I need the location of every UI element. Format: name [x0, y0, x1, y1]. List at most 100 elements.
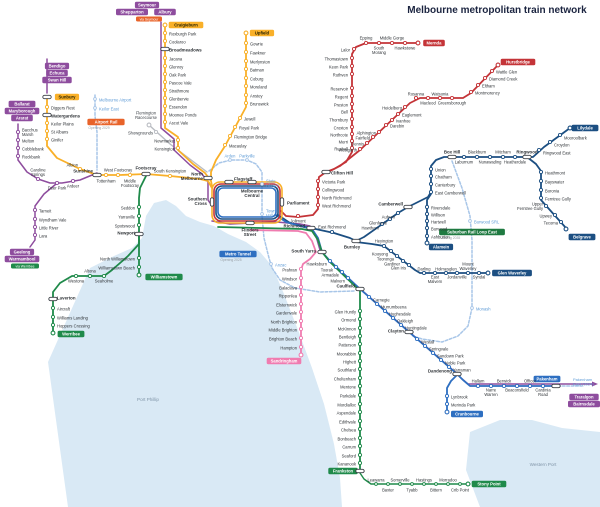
box-seymour: Seymour	[134, 1, 160, 9]
station-label-hughesdale: Hughesdale	[389, 311, 412, 316]
station-north-richmond	[315, 194, 321, 200]
box-label-shepparton: Shepparton	[120, 10, 144, 15]
station-label-moonee-ponds: Moonee Ponds	[169, 112, 197, 117]
station-label-hastings: Hastings	[416, 477, 432, 482]
station-tottenham	[103, 172, 109, 178]
station-ruthven	[349, 71, 355, 77]
station-bacchus-marsh	[15, 129, 21, 135]
station-parkville	[245, 158, 249, 162]
station-fawkner	[243, 49, 249, 55]
station-camberwell	[403, 204, 413, 210]
station-label-flemington-bridge: Flemington Bridge	[234, 134, 268, 139]
station-stony-point	[465, 481, 471, 487]
station-gardiner	[400, 258, 406, 264]
station-seaholme	[101, 273, 107, 279]
station-label-heatherdale: Heatherdale	[504, 159, 527, 164]
station-seaford	[357, 452, 363, 458]
box-label-geelong: Geelong	[14, 250, 31, 255]
station-jolimont	[295, 213, 301, 219]
station-label-riversdale: Riversdale	[431, 205, 451, 210]
station-little-river	[32, 224, 38, 230]
station-label-melbourne-airport: Melbourne Airport	[99, 97, 132, 102]
station-label-middle-gorge: Middle Gorge	[380, 35, 405, 40]
station-label-east-richmond: East Richmond	[318, 224, 346, 229]
station-label-ascot-vale: Ascot Vale	[169, 120, 189, 125]
box-bg-albury	[154, 8, 176, 16]
station-greensborough	[449, 95, 455, 101]
box-bg-maryborough	[4, 107, 40, 115]
station-ripponlea	[298, 292, 304, 298]
station-ashburton	[424, 233, 430, 239]
station-sunbury	[42, 94, 52, 100]
station-label-hawkstowe: Hawkstowe	[395, 45, 417, 50]
box-label-craigieburn: Craigieburn	[174, 23, 198, 28]
box-echuca: Echuca	[46, 69, 68, 77]
station-flemington-bridge	[227, 133, 233, 139]
station-coburg	[243, 75, 249, 81]
station-tarneit	[32, 207, 38, 213]
station-label-willison: Willison	[431, 212, 446, 217]
station-mordialloc	[357, 401, 363, 407]
station-jordanville	[454, 270, 460, 276]
box-via-werribee: via Werribee	[11, 263, 39, 269]
station-east-malvern	[432, 270, 438, 276]
station-label-burwood: Burwood	[431, 226, 448, 231]
station-regent	[349, 93, 355, 99]
station-sandringham	[298, 352, 304, 358]
station-label-wattle-glen: Wattle Glen	[496, 69, 518, 74]
station-label-north-richmond: North Richmond	[322, 195, 352, 200]
station-hurstbridge	[495, 62, 501, 68]
box-craigieburn: Craigieburn	[168, 21, 204, 29]
station-label-tarneit: Tarneit	[39, 208, 52, 213]
station-upfield	[243, 30, 249, 36]
box-label-lilydale: Lilydale	[577, 126, 593, 131]
station-thomastown	[349, 55, 355, 61]
station-ringwood-east	[536, 147, 542, 153]
station-label-north-brighton: North Brighton	[271, 319, 298, 324]
station-label-moorabbin: Moorabbin	[337, 351, 357, 356]
station-tyabb	[410, 482, 414, 486]
station-north-williamstown	[136, 255, 142, 261]
station-bittern	[434, 482, 438, 486]
station-berwick	[501, 383, 507, 389]
station-label-deer-park: Deer Park	[48, 185, 67, 190]
station-label-box-hill: Box Hill	[444, 149, 460, 154]
station-label-laburnum: Laburnum	[455, 159, 474, 164]
station-clifton-hill	[321, 169, 331, 175]
station-mitcham	[500, 154, 506, 160]
box-hurstbridge: Hurstbridge	[500, 58, 536, 66]
station-gowrie	[243, 40, 249, 46]
station-label-strathmore: Strathmore	[169, 88, 190, 93]
box-via-seymour: via Seymour	[136, 16, 162, 22]
station-label-jewell: Jewell	[244, 116, 255, 121]
station-label-monash: Monash	[476, 306, 491, 311]
box-frankston: Frankston	[328, 467, 358, 475]
station-label-somerville: Somerville	[390, 477, 410, 482]
box-bg-ararat	[11, 114, 33, 122]
box-label-via-werribee: via Werribee	[16, 265, 35, 269]
station-label-rockbank: Rockbank	[22, 154, 41, 159]
station-label-batman: Batman	[250, 67, 265, 72]
station-town-hall	[260, 212, 264, 216]
station-label-ormond: Ormond	[341, 317, 357, 322]
station-label-macaulay: Macaulay	[229, 143, 247, 148]
station-kananook	[357, 460, 363, 466]
box-caption-suburban-rail-loop-east: Coming 2035	[440, 236, 460, 240]
station-glenferrie	[387, 216, 393, 222]
station-macleod	[425, 95, 431, 101]
station-wyndham-vale	[32, 216, 38, 222]
station-label-canterbury: Canterbury	[435, 182, 456, 187]
station-rushall	[349, 145, 355, 151]
box-label-werribee: Werribee	[62, 332, 81, 337]
station-label-east-camberwell: East Camberwell	[435, 190, 466, 195]
station-label-keon-park: Keon Park	[329, 64, 349, 69]
station-westall	[414, 336, 420, 342]
box-label-bairnsdale: Bairnsdale	[573, 402, 595, 407]
station-label-south-yarra: South Yarra	[291, 248, 316, 253]
station-label-arden: Arden	[225, 153, 237, 158]
station-syndal	[476, 270, 482, 276]
